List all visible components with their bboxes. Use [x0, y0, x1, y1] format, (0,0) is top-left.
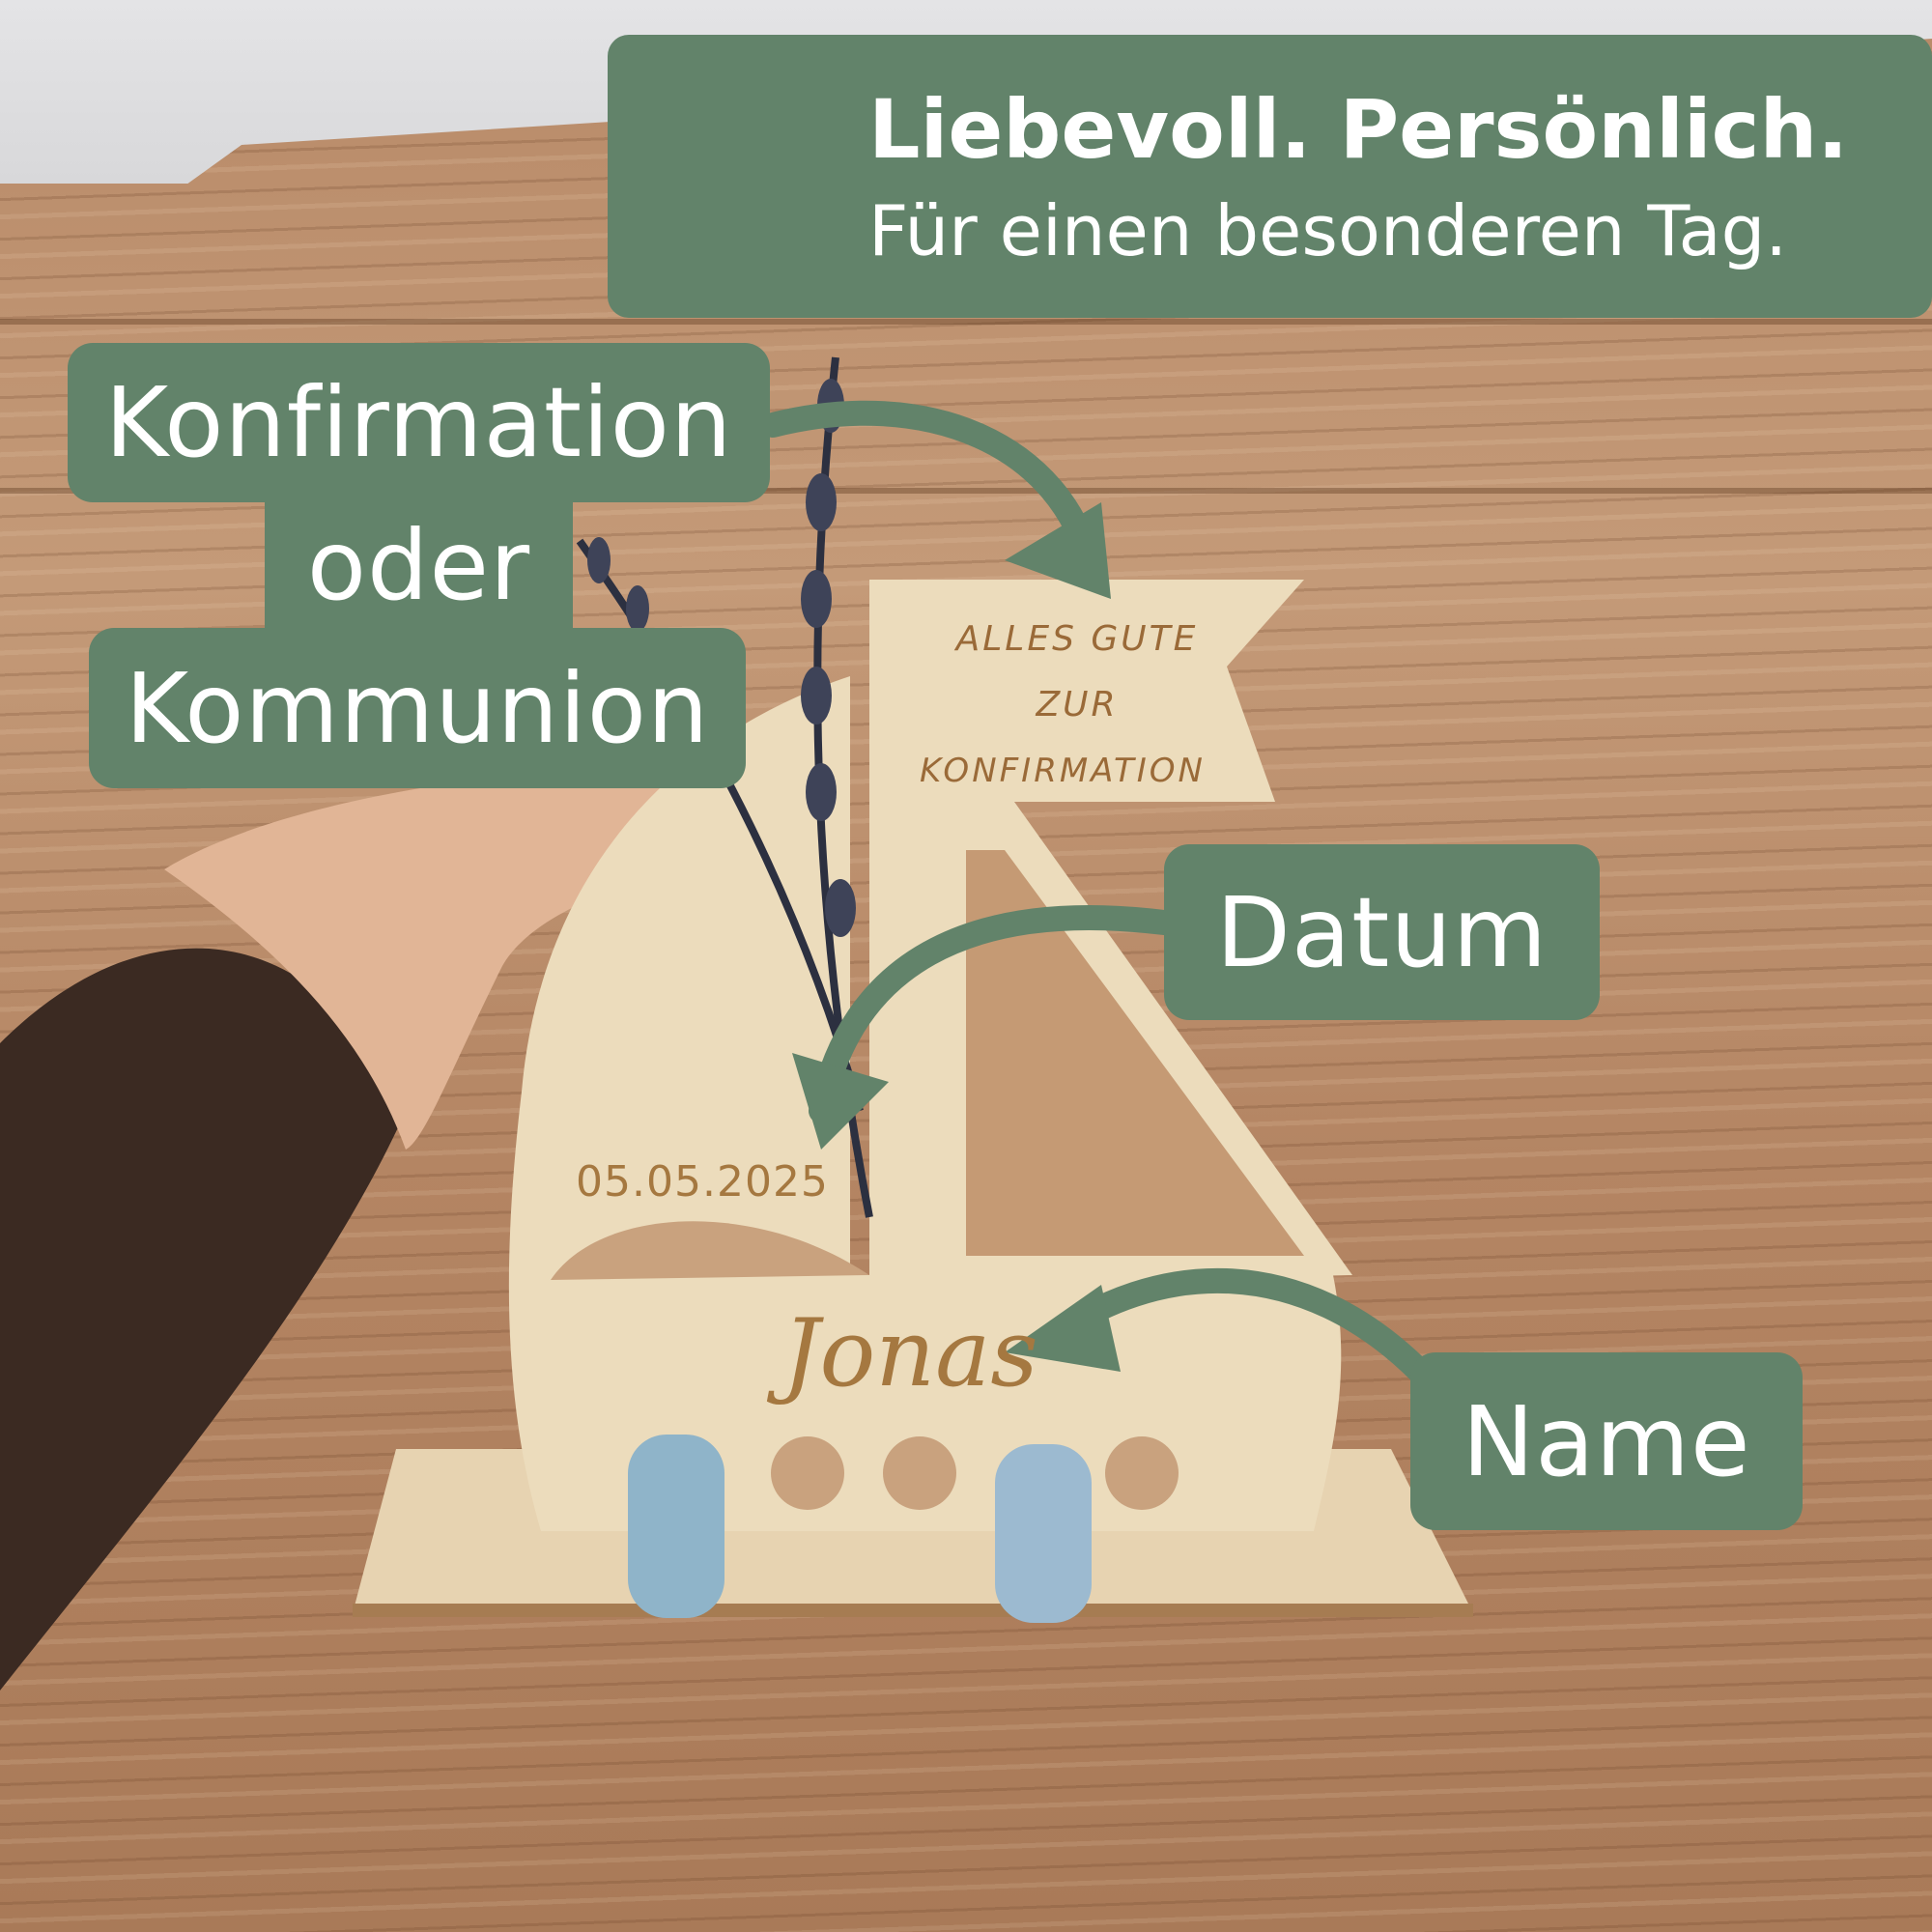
- banner-title: Liebevoll. Persönlich.: [868, 81, 1849, 177]
- rolled-banknote: [628, 1435, 724, 1618]
- engraving-line2: ZUR: [1036, 685, 1119, 724]
- sail-cutout: [966, 850, 1304, 1256]
- label-konfirmation: Konfirmation: [68, 343, 770, 502]
- arrow-datum: [809, 905, 1177, 1123]
- base-edge: [353, 1604, 1473, 1617]
- engraving-line3: KONFIRMATION: [920, 752, 1206, 790]
- label-kommunion: Kommunion: [89, 628, 746, 788]
- flag-engraving: ALLES GUTE ZUR KONFIRMATION: [918, 607, 1236, 804]
- sleeve: [0, 948, 406, 1690]
- label-name: Name: [1410, 1352, 1803, 1530]
- headline-banner: Liebevoll. Persönlich. Für einen besonde…: [608, 35, 1932, 318]
- plank-seam: [0, 319, 1932, 325]
- arrow-heads: [792, 502, 1121, 1372]
- rolled-banknote: [995, 1444, 1092, 1623]
- boat-hull: [508, 676, 1342, 1531]
- engraved-name: Jonas: [782, 1299, 1038, 1407]
- label-oder: oder: [265, 483, 573, 647]
- coin-holes: [771, 1436, 1179, 1510]
- hull-cutout: [551, 1221, 869, 1280]
- flag-banner: [869, 580, 1304, 802]
- plank-seam: [0, 488, 1932, 494]
- banner-subtitle: Für einen besonderen Tag.: [868, 189, 1788, 271]
- label-datum: Datum: [1164, 844, 1600, 1020]
- engraved-date: 05.05.2025: [576, 1157, 829, 1207]
- engraving-line1: ALLES GUTE: [955, 619, 1199, 659]
